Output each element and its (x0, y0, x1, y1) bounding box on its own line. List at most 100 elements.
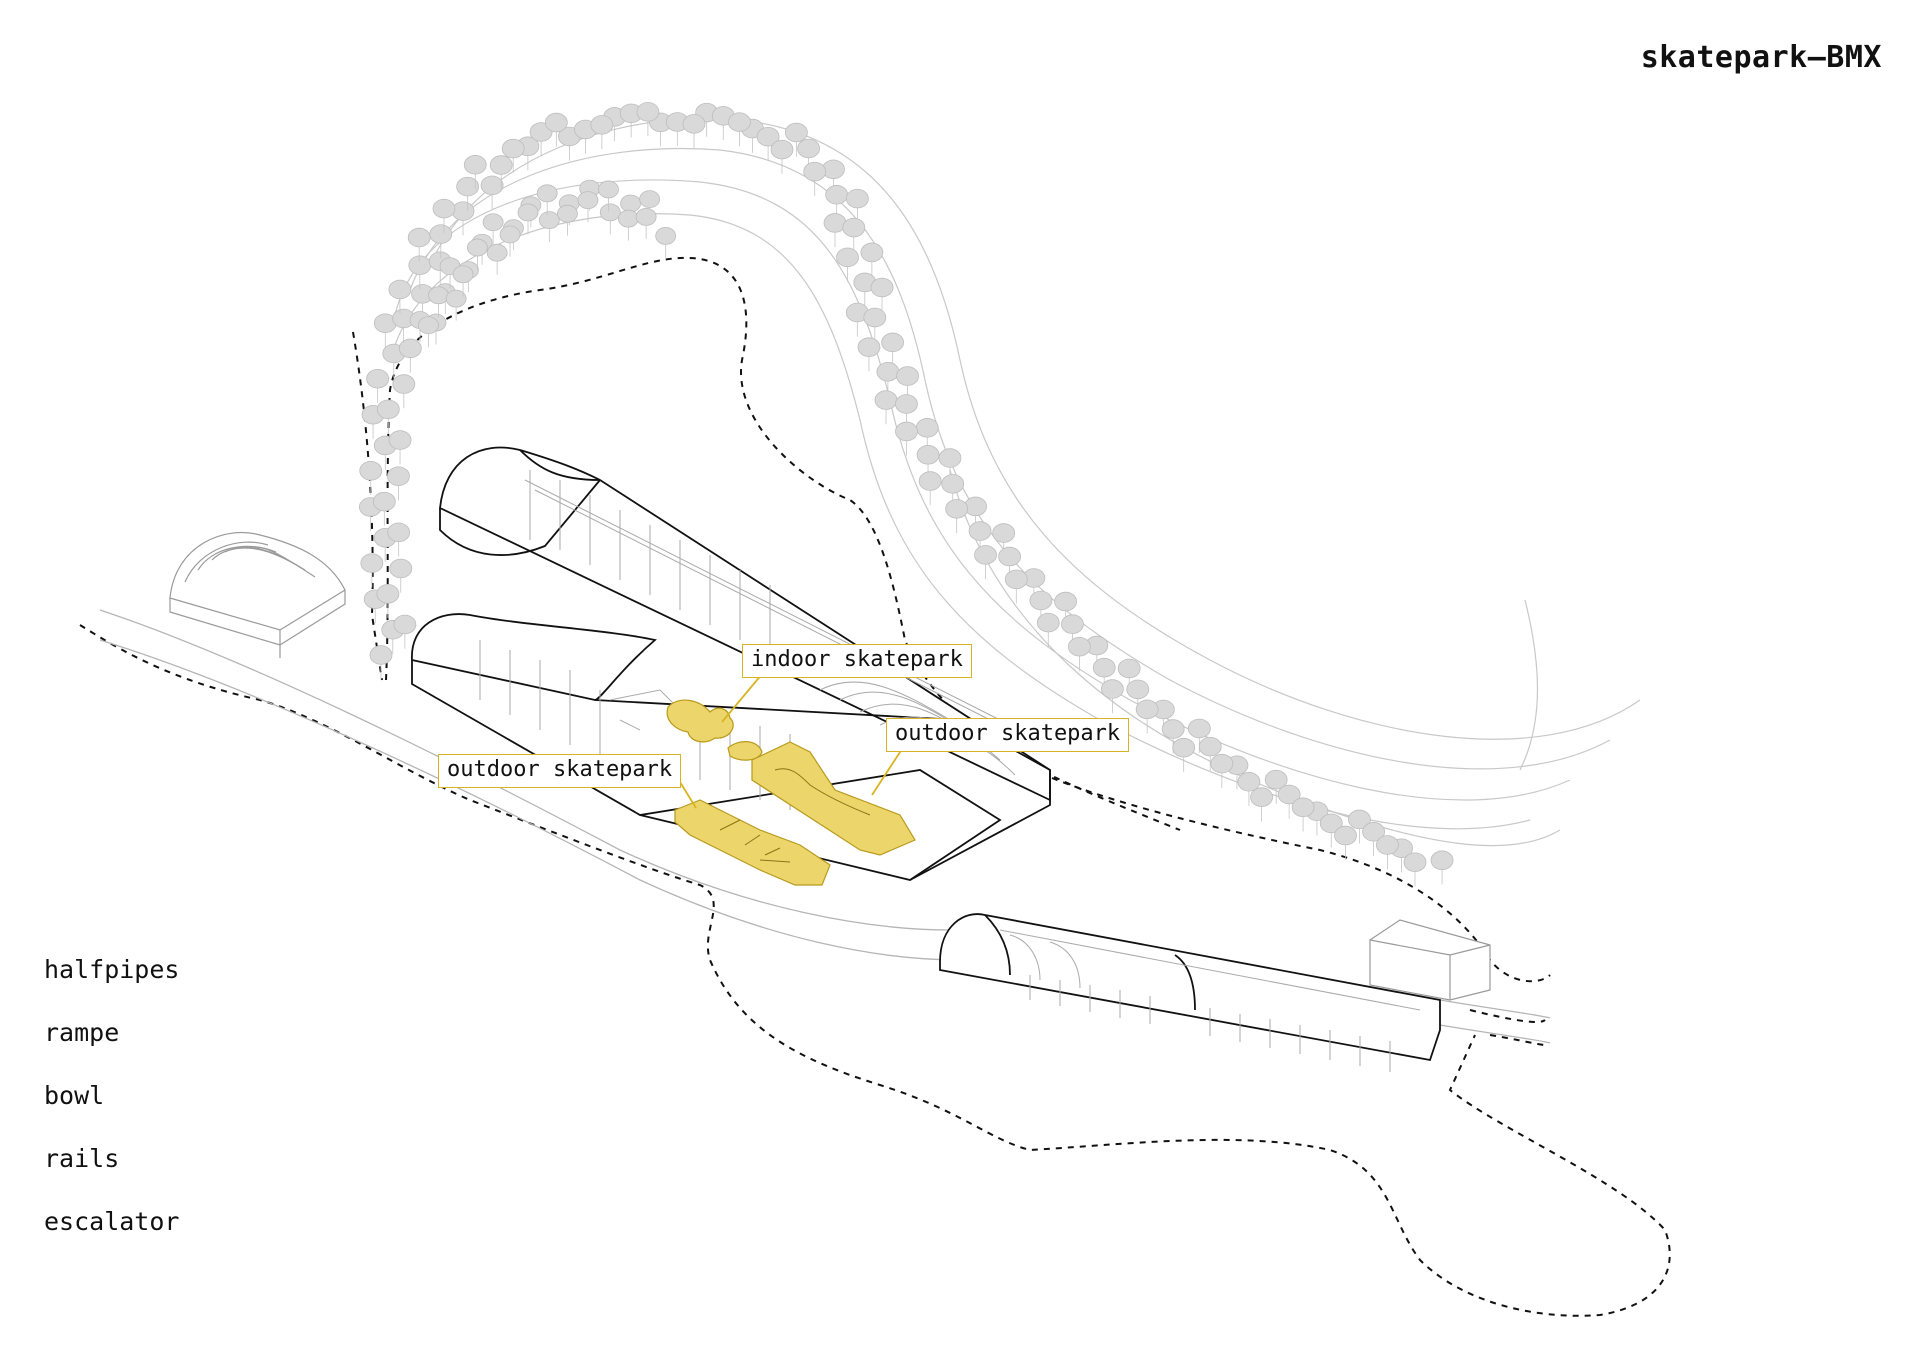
tree-icon (432, 198, 456, 219)
tree-icon (407, 227, 431, 248)
tree-icon (463, 155, 487, 175)
tree-icon (388, 279, 412, 300)
tree-icon (387, 466, 410, 486)
left-hangar (169, 531, 346, 658)
tree-icon (895, 421, 918, 442)
tree-icon (876, 361, 900, 382)
tree-icon (1334, 825, 1357, 846)
tree-icon (429, 224, 453, 244)
tree-icon (655, 226, 677, 245)
tree-icon (915, 418, 939, 438)
main-hall-lower-structure (479, 640, 1016, 810)
tree-icon (1237, 772, 1261, 792)
tree-icon (1092, 657, 1116, 678)
tree-icon (1101, 679, 1124, 699)
tree-icon (974, 545, 997, 565)
tree-icon (1029, 590, 1053, 611)
outdoor-left-skatepark-shape (674, 799, 831, 886)
tree-icon (392, 374, 416, 394)
tree-icon (366, 368, 390, 389)
tree-icon (372, 491, 396, 512)
tree-icon (376, 399, 400, 420)
indoor-skatepark-small-shape (727, 741, 763, 761)
tree-icon (842, 217, 866, 238)
tree-icon (1403, 852, 1427, 872)
tree-icon (998, 546, 1021, 567)
long-shed-structure (999, 929, 1421, 1072)
tree-icon (467, 238, 488, 257)
callout-outdoor-skatepark-right: outdoor skatepark (886, 718, 1130, 752)
tree-icon (1117, 658, 1141, 679)
tree-icon (387, 522, 411, 543)
tree-icon (480, 175, 504, 196)
roads (99, 609, 1551, 1044)
tree-icon (636, 102, 660, 122)
tree-icon (797, 138, 820, 159)
tree-icon (639, 190, 661, 209)
tree-icon (620, 194, 641, 213)
tree-icon (964, 496, 987, 517)
tree-icon (486, 243, 508, 262)
callout-leaders (679, 673, 905, 809)
tree-icon (398, 338, 422, 359)
tree-icon (770, 139, 794, 160)
callout-indoor-skatepark: indoor skatepark (742, 644, 972, 678)
tree-canopy (358, 102, 1454, 887)
tree-icon (881, 332, 905, 353)
tree-icon (918, 471, 942, 491)
legend-item-rails: rails (44, 1144, 120, 1173)
tree-icon (451, 201, 475, 221)
tree-icon (895, 394, 918, 414)
tree-icon (389, 558, 413, 579)
tree-icon (418, 316, 439, 335)
tree-icon (945, 499, 969, 519)
tree-icon (428, 286, 449, 305)
tree-icon (874, 390, 898, 410)
skatepark-highlight-details (719, 768, 871, 863)
legend-item-bowl: bowl (44, 1081, 105, 1110)
tree-icon (599, 203, 621, 222)
tree-icon (557, 204, 578, 223)
small-block-building (1369, 919, 1491, 1001)
tree-icon (1430, 850, 1454, 871)
tree-icon (538, 211, 560, 230)
tree-icon (635, 207, 657, 226)
tree-icon (825, 185, 849, 205)
tree-icon (452, 265, 474, 284)
tree-icon (784, 122, 808, 143)
tree-icon (1376, 835, 1399, 855)
tree-icon (501, 138, 525, 159)
tree-icon (1068, 636, 1091, 657)
main-hall-upper (439, 446, 1051, 802)
tree-icon (590, 115, 614, 135)
tree-icon (1126, 679, 1150, 700)
tree-icon (369, 645, 393, 665)
long-shed (939, 913, 1441, 1062)
tree-icon (1187, 718, 1211, 739)
tree-icon (360, 553, 384, 573)
tree-icon (870, 277, 894, 298)
main-hall-lower (411, 613, 1051, 881)
tree-icon (728, 112, 751, 132)
tree-icon (682, 114, 706, 134)
tree-icon (860, 242, 884, 263)
tree-icon (393, 614, 417, 635)
tree-icon (489, 155, 513, 175)
tree-icon (896, 366, 919, 386)
legend-item-rampe: rampe (44, 1018, 120, 1047)
legend-item-halfpipes: halfpipes (44, 955, 180, 984)
dashed-boundaries (79, 256, 1671, 1317)
tree-icon (857, 337, 881, 357)
tree-icon (1135, 699, 1159, 720)
tree-icon (863, 307, 887, 328)
page-title: skatepark–BMX (1640, 40, 1882, 75)
main-hall-upper-structure (524, 470, 1011, 731)
tree-icon (617, 209, 639, 228)
skatepark-highlights (666, 699, 916, 886)
tree-icon (517, 203, 539, 222)
legend-item-escalator: escalator (44, 1207, 180, 1236)
tree-icon (376, 584, 400, 604)
tree-icon (1061, 614, 1084, 634)
tree-icon (916, 445, 940, 465)
